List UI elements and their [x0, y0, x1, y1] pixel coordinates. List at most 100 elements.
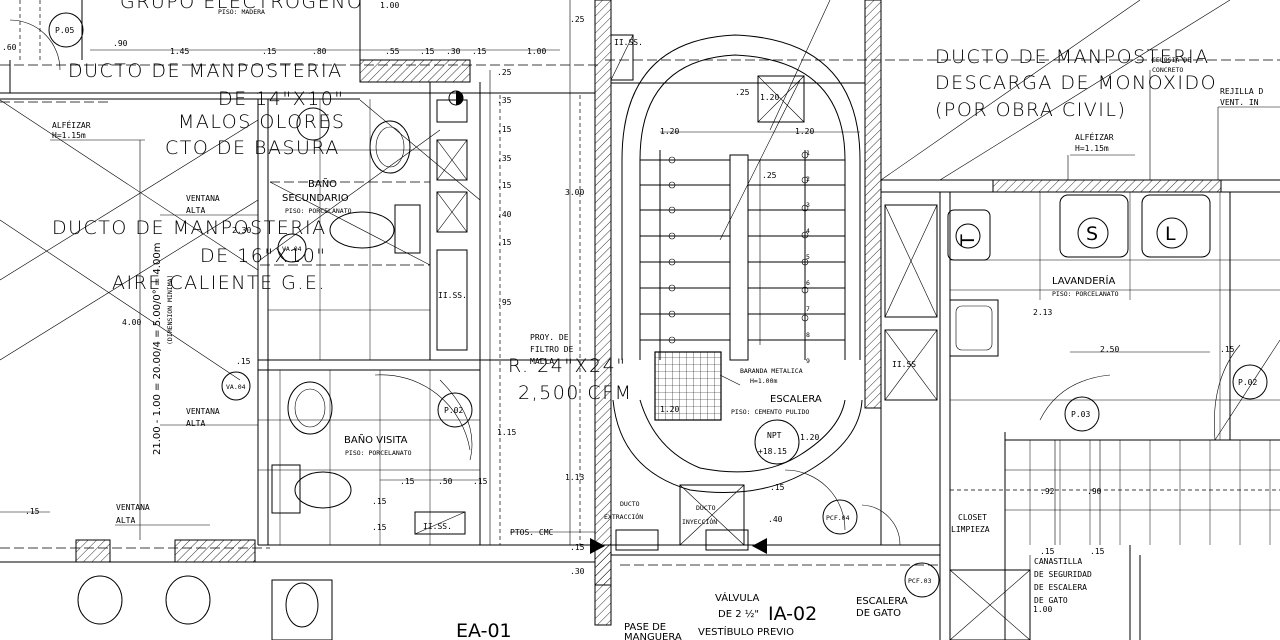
- note-basura-4: CTO DE BASURA: [165, 137, 340, 159]
- svg-text:1.15: 1.15: [497, 428, 516, 437]
- svg-text:.92: .92: [1040, 487, 1055, 496]
- celosia-2: CONCRETO: [1152, 66, 1183, 74]
- tag-ss-4: II.SS: [892, 360, 916, 369]
- svg-text:.15: .15: [420, 47, 435, 56]
- note-rejilla-1: R. 24"X24": [508, 355, 626, 377]
- stair-step-number: 3: [806, 201, 810, 209]
- stair-step-number: 5: [806, 253, 810, 261]
- stair-step-number: 7: [806, 305, 810, 313]
- duct-notes: GRUPO ELECTROGENO DUCTO DE MANPOSTERIA D…: [52, 0, 1217, 404]
- svg-text:1.00: 1.00: [1033, 605, 1052, 614]
- stair-step-number: 9: [806, 357, 810, 365]
- tag-p02-b: P.02: [1238, 378, 1257, 387]
- note-monoxido-2: DESCARGA DE MONOXIDO: [935, 72, 1217, 94]
- dashed-lines: [0, 0, 1280, 566]
- note-basura-3: MALOS OLORES: [178, 111, 345, 133]
- svg-text:.15: .15: [400, 477, 415, 486]
- svg-text:.35: .35: [497, 96, 512, 105]
- svg-text:.60: .60: [2, 43, 17, 52]
- svg-text:.15: .15: [1090, 547, 1105, 556]
- baranda-2: H=1.00m: [750, 377, 777, 385]
- proy-3: MALLA: [530, 357, 554, 366]
- svg-text:.30: .30: [570, 567, 585, 576]
- canastilla-1: CANASTILLA: [1034, 557, 1082, 566]
- ventana-2: VENTANA: [186, 407, 220, 416]
- svg-text:.50: .50: [438, 477, 453, 486]
- pase-2: MANGUERA: [624, 632, 682, 640]
- pase-1: PASE DE: [624, 622, 666, 633]
- room-bano-secundario-piso: PISO: PORCELANATO: [285, 207, 352, 215]
- dim-vertical-sub: (DIMENSION MINIMA): [166, 275, 174, 345]
- svg-text:1.20: 1.20: [660, 127, 679, 136]
- svg-text:1.20: 1.20: [760, 93, 779, 102]
- element-tags: EA-01 IA-02 P.05 P.02 P.02 P.03 VA.04 VA…: [55, 26, 1257, 640]
- tag-ss-3: II.SS.: [423, 522, 452, 531]
- stair-step-number: 4: [806, 227, 810, 235]
- svg-text:.15: .15: [1040, 547, 1055, 556]
- canastilla-4: DE GATO: [1034, 596, 1068, 605]
- note-aire-3: AIRE CALIENTE G.E.: [112, 272, 326, 294]
- escalera-gato-2: DE GATO: [856, 608, 901, 619]
- duct-boxes: [414, 34, 1031, 640]
- valvula-3: VESTÍBULO PREVIO: [698, 625, 794, 638]
- alfeizar-left: ALFÉIZAR: [52, 119, 91, 130]
- ducto-inyeccion-2: INYECCIÓN: [682, 517, 717, 526]
- baranda-1: BARANDA METALICA: [740, 367, 803, 375]
- note-grupo: GRUPO ELECTROGENO: [120, 0, 363, 13]
- svg-text:1.20: 1.20: [660, 405, 679, 414]
- svg-text:1.00: 1.00: [527, 47, 546, 56]
- celosia-1: CELOSIA DE: [1152, 56, 1191, 64]
- svg-text:.55: .55: [385, 47, 400, 56]
- room-closet: CLOSET: [958, 513, 987, 522]
- tag-pcf03: PCF.03: [908, 577, 932, 585]
- proy-1: PROY. DE: [530, 333, 569, 342]
- svg-text:.15: .15: [473, 477, 488, 486]
- staircase: [612, 34, 863, 493]
- stair-step-number: 1: [806, 149, 810, 157]
- svg-text:.15: .15: [570, 543, 585, 552]
- tag-circles: [48, 12, 1268, 598]
- svg-text:1.45: 1.45: [170, 47, 189, 56]
- stair-step-number: 6: [806, 279, 810, 287]
- ventana-3b: ALTA: [116, 516, 135, 525]
- tag-pcf04: PCF.04: [826, 514, 850, 522]
- tag-ia-02: IA-02: [768, 603, 817, 625]
- note-monoxido-1: DUCTO DE MANPOSTERIA: [935, 46, 1210, 68]
- room-escalera: ESCALERA: [770, 394, 822, 405]
- note-basura-2: DE 14"X10": [218, 88, 345, 110]
- svg-text:2.13: 2.13: [1033, 308, 1052, 317]
- ventana-1: VENTANA: [186, 194, 220, 203]
- stair-step-number: 2: [806, 175, 810, 183]
- svg-text:.40: .40: [497, 210, 512, 219]
- room-lavanderia: LAVANDERÍA: [1052, 274, 1115, 287]
- fan-symbols: [590, 529, 767, 554]
- room-bano-visita-piso: PISO: PORCELANATO: [345, 449, 412, 457]
- room-labels: BAÑO SECUNDARIO PISO: PORCELANATO BAÑO V…: [218, 8, 1119, 534]
- tag-va04-a: VA.04: [226, 383, 246, 391]
- ventana-1b: ALTA: [186, 206, 205, 215]
- svg-text:3.00: 3.00: [565, 188, 584, 197]
- svg-text:.95: .95: [497, 298, 512, 307]
- annotations: ALFÉIZAR H=1.15m ALFÉIZAR H=1.15m VENTAN…: [52, 56, 1264, 640]
- svg-text:1.20: 1.20: [800, 433, 819, 442]
- room-bano-secundario-2: SECUNDARIO: [282, 193, 349, 204]
- svg-text:.15: .15: [497, 125, 512, 134]
- tag-t: T: [957, 234, 979, 247]
- room-bano-visita: BAÑO VISITA: [344, 433, 408, 446]
- svg-text:.15: .15: [236, 357, 251, 366]
- leader-lines: [50, 70, 1280, 600]
- canastilla-2: DE SEGURIDAD: [1034, 570, 1092, 579]
- alfeizar-right: ALFÉIZAR: [1075, 131, 1114, 142]
- tag-p05: P.05: [55, 26, 74, 35]
- svg-text:.15: .15: [372, 523, 387, 532]
- tag-ss-2: II.SS.: [438, 291, 467, 300]
- piso-madera: PISO: MADERA: [218, 8, 265, 16]
- svg-text:.25: .25: [762, 171, 777, 180]
- svg-text:.90: .90: [1087, 487, 1102, 496]
- svg-text:.15: .15: [25, 507, 40, 516]
- svg-text:1.20: 1.20: [795, 127, 814, 136]
- note-basura-1: DUCTO DE MANPOSTERIA: [68, 60, 343, 82]
- svg-text:.35: .35: [497, 154, 512, 163]
- room-escalera-piso: PISO: CEMENTO PULIDO: [731, 408, 809, 416]
